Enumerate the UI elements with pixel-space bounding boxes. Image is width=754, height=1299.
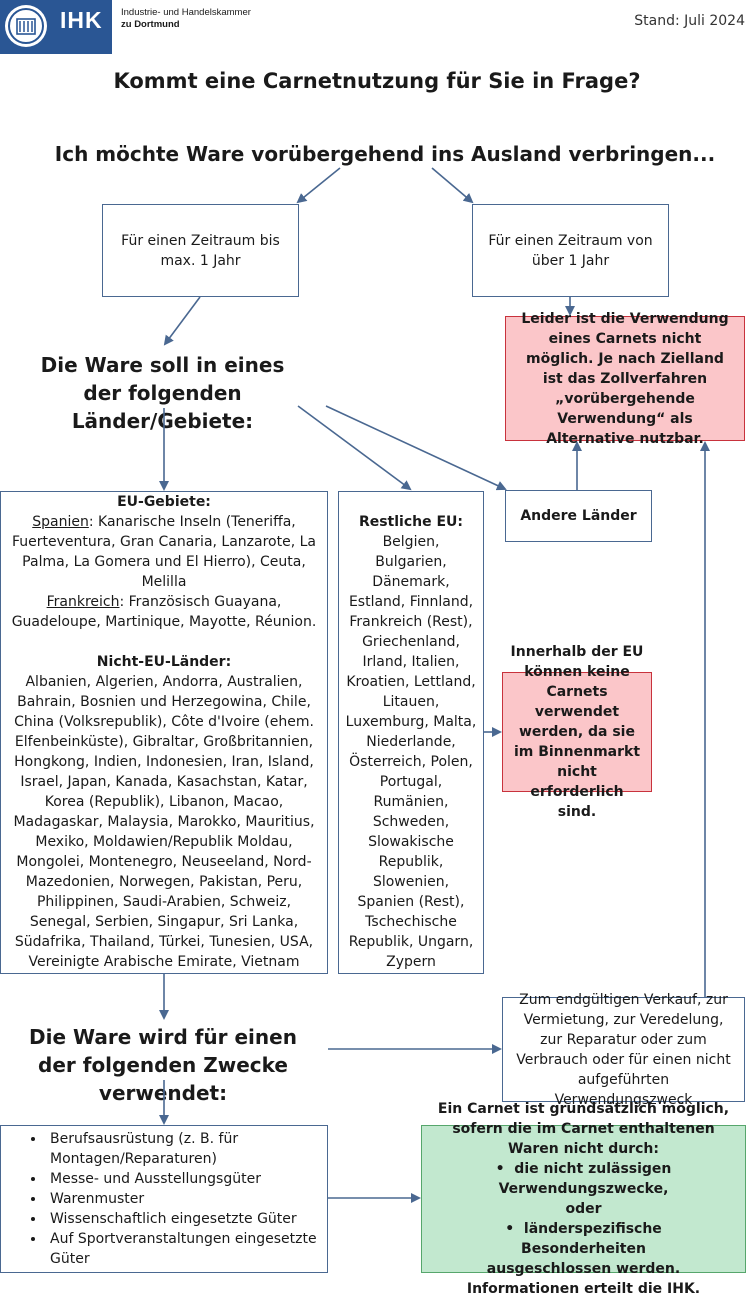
not-possible-text: Leider ist die Verwendung eines Carnets … <box>521 310 729 447</box>
spain-label: Spanien <box>32 514 89 530</box>
within-eu-box: Innerhalb der EU können keine Carnets ve… <box>502 644 652 820</box>
duration-long-text: Für einen Zeitraum von über 1 Jahr <box>488 232 653 269</box>
eu-areas-text: Spanien: Kanarische Inseln (Teneriffa, F… <box>9 512 319 592</box>
purposes-box: Berufsausrüstung (z. B. für Montagen/Rep… <box>0 1125 328 1273</box>
result-item-2-text: länderspezifische Besonderheiten ausgesc… <box>486 1221 681 1277</box>
other-countries-box: Andere Länder <box>505 490 652 542</box>
other-countries-text: Andere Länder <box>520 508 637 524</box>
result-oder: oder <box>565 1201 602 1217</box>
list-item: Wissenschaftlich eingesetzte Güter <box>46 1209 317 1229</box>
arrow-start-to-long <box>431 167 474 204</box>
rest-eu-heading: Restliche EU: <box>358 514 464 530</box>
purposes-list: Berufsausrüstung (z. B. für Montagen/Rep… <box>1 1129 317 1269</box>
spain-text: : Kanarische Inseln (Teneriffa, Fuerteve… <box>11 514 316 590</box>
france-label: Frankreich <box>46 594 120 610</box>
result-item-1-text: die nicht zulässigen Verwendungszwecke, <box>498 1161 672 1197</box>
org-line-1: Industrie- und Handelskammer <box>121 7 251 18</box>
list-item: Warenmuster <box>46 1189 317 1209</box>
bullet-icon: • <box>505 1221 524 1237</box>
duration-short-box: Für einen Zeitraum bis max. 1 Jahr <box>102 204 299 297</box>
arrow-short-to-countries <box>163 296 201 346</box>
other-purpose-text: Zum endgültigen Verkauf, zur Vermietung,… <box>516 991 731 1108</box>
arrow-countries-to-other <box>325 405 507 491</box>
duration-long-box: Für einen Zeitraum von über 1 Jahr <box>472 204 669 297</box>
duration-short-text: Für einen Zeitraum bis max. 1 Jahr <box>121 232 280 269</box>
countries-question: Die Ware soll in eines der folgenden Län… <box>30 351 295 435</box>
list-item: Messe- und Ausstellungsgüter <box>46 1169 317 1189</box>
start-question: Ich möchte Ware vorübergehend ins Auslan… <box>54 142 716 166</box>
result-info: Informationen erteilt die IHK. <box>466 1281 701 1297</box>
countries-question-text: Die Ware soll in eines der folgenden Län… <box>40 353 285 433</box>
rest-eu-box: Restliche EU: Belgien, Bulgarien, Dänema… <box>338 491 484 974</box>
ihk-logo: IHK <box>0 0 112 54</box>
arrow-countries-to-resteu <box>297 405 412 491</box>
purpose-question: Die Ware wird für einen der folgenden Zw… <box>18 1023 308 1107</box>
within-eu-text: Innerhalb der EU können keine Carnets ve… <box>510 644 644 820</box>
result-box: Ein Carnet ist grundsätzlich möglich, so… <box>421 1101 746 1297</box>
bullet-icon: • <box>495 1161 515 1177</box>
list-item: Berufsausrüstung (z. B. für Montagen/Rep… <box>46 1129 317 1169</box>
arrow-start-to-short <box>296 167 341 204</box>
result-item-1: • die nicht zulässigen Verwendungszwecke… <box>430 1159 737 1199</box>
france-text: : Französisch Guayana, Guadeloupe, Marti… <box>11 594 317 630</box>
logo-text: IHK <box>60 7 103 33</box>
not-possible-box: Leider ist die Verwendung eines Carnets … <box>505 311 745 447</box>
other-purpose-box: Zum endgültigen Verkauf, zur Vermietung,… <box>502 992 745 1108</box>
stand-date: Stand: Juli 2024 <box>634 13 745 29</box>
purpose-question-text: Die Ware wird für einen der folgenden Zw… <box>29 1025 297 1105</box>
page-title: Kommt eine Carnetnutzung für Sie in Frag… <box>113 69 641 93</box>
non-eu-text: Albanien, Algerien, Andorra, Australien,… <box>13 674 315 970</box>
org-name: Industrie- und Handelskammer zu Dortmund <box>121 7 251 31</box>
list-item: Auf Sportveranstaltungen eingesetzte Güt… <box>46 1229 317 1269</box>
rest-eu-text: Belgien, Bulgarien, Dänemark, Estland, F… <box>345 534 477 970</box>
eagle-seal-icon <box>5 5 47 47</box>
result-intro: Ein Carnet ist grundsätzlich möglich, so… <box>437 1101 730 1157</box>
eu-areas-heading: EU-Gebiete: <box>117 494 211 510</box>
result-item-2: • länderspezifische Besonderheiten ausge… <box>430 1219 737 1279</box>
non-eu-heading: Nicht-EU-Länder: <box>96 654 232 670</box>
france-text-block: Frankreich: Französisch Guayana, Guadelo… <box>9 592 319 632</box>
eu-non-eu-box: EU-Gebiete: Spanien: Kanarische Inseln (… <box>0 491 328 974</box>
org-line-2: zu Dortmund <box>121 19 180 30</box>
